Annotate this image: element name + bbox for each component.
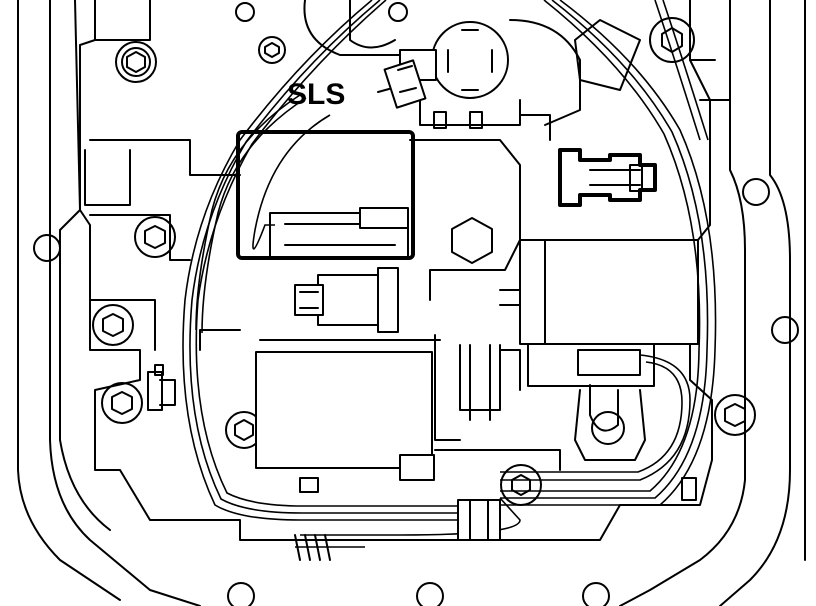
right-details (681, 59, 731, 501)
solenoid-middle-right (499, 239, 699, 461)
wire-harness (182, 0, 717, 561)
upper-components (303, 0, 581, 141)
bolt-right-mid (714, 394, 756, 436)
bolt-left-low (92, 304, 134, 346)
harness-connector (457, 499, 501, 541)
sls-label: SLS (287, 78, 345, 111)
case-bolt-holes (33, 2, 799, 606)
middle-plug (294, 267, 399, 333)
case-outline (17, 0, 806, 606)
sls-callout: SLS (287, 59, 427, 111)
solenoid-right-connector (558, 148, 657, 207)
bolt-center-hex (451, 217, 493, 264)
bolt-upper-left (115, 41, 157, 83)
bolt-upper-middle (258, 36, 286, 64)
bolt-left-mid (134, 216, 176, 258)
sls-solenoid-connector (383, 59, 427, 109)
solenoid-lower-left (255, 351, 435, 493)
bolt-upper-right (649, 17, 695, 63)
lower-valves (259, 334, 561, 471)
bolt-bottom-left (101, 382, 143, 424)
bolt-bottom-center (500, 464, 542, 506)
wire-clamp-left (147, 364, 176, 411)
